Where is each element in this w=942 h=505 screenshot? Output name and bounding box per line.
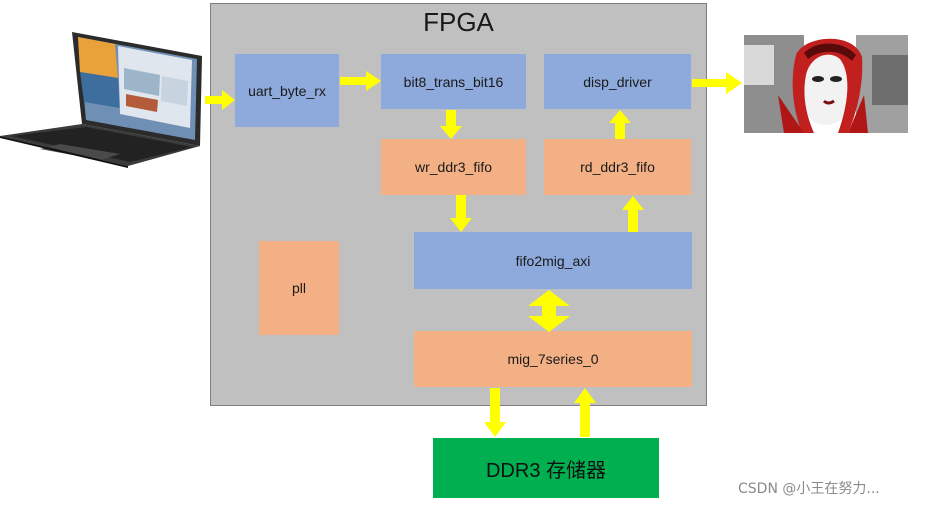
laptop-icon [0, 32, 202, 168]
fpga-title: FPGA [423, 7, 494, 37]
block-pll: pll [259, 241, 339, 335]
block-uart-byte-rx: uart_byte_rx [235, 54, 339, 127]
arrow-fifo2mig-mig-bidirectional [528, 290, 570, 332]
block-wr-ddr3-fifo: wr_ddr3_fifo [381, 139, 526, 195]
arrow-rdfifo-to-disp [609, 110, 631, 139]
arrow-disp-to-photo [692, 72, 742, 94]
arrow-bit8-to-wrfifo [440, 110, 462, 139]
block-rd-ddr3-fifo: rd_ddr3_fifo [544, 139, 691, 195]
block-fifo2mig-axi: fifo2mig_axi [414, 232, 692, 289]
arrow-wrfifo-to-fifo2mig [450, 195, 472, 232]
arrow-laptop-to-uart [205, 90, 235, 110]
arrow-ddr3-to-mig [574, 388, 596, 437]
arrow-fifo2mig-to-rdfifo [622, 196, 644, 232]
watermark-text: CSDN @小王在努力... [738, 481, 880, 497]
block-mig-7series-0: mig_7series_0 [414, 331, 692, 387]
arrow-mig-to-ddr3 [484, 388, 506, 437]
block-bit8-trans-bit16: bit8_trans_bit16 [381, 54, 526, 109]
ddr3-memory-block: DDR3 存储器 [433, 438, 659, 498]
block-disp-driver: disp_driver [544, 54, 691, 109]
portrait-image [744, 35, 908, 133]
arrow-uart-to-bit8 [340, 71, 381, 91]
